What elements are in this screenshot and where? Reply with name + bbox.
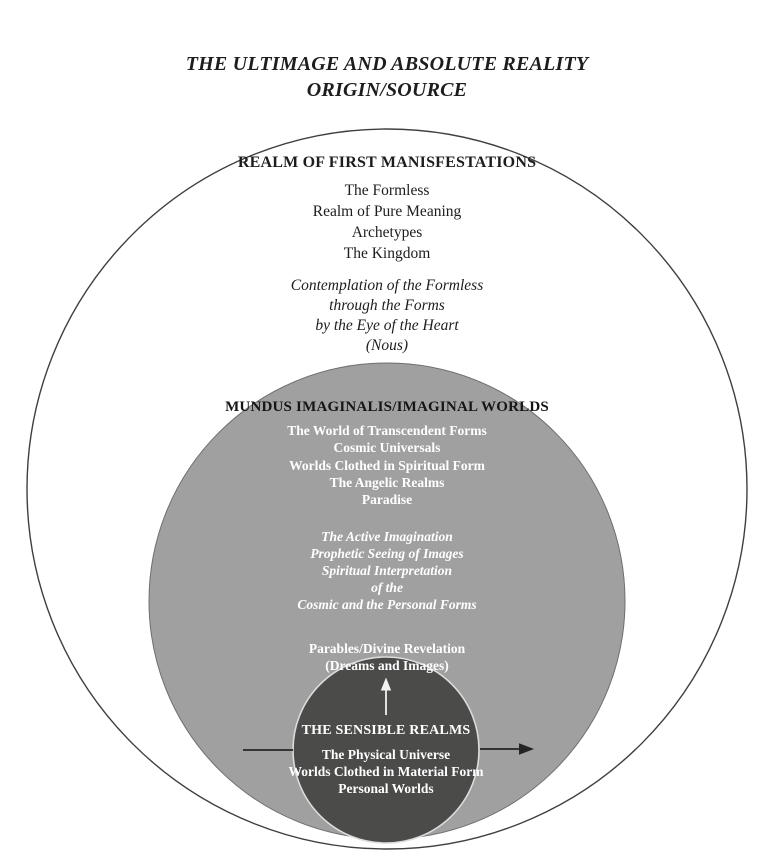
list-item: Personal Worlds bbox=[338, 781, 434, 796]
list-item: The Kingdom bbox=[343, 245, 431, 262]
up-arrow-icon bbox=[380, 677, 392, 715]
page-title-line: ORIGIN/SOURCE bbox=[306, 79, 468, 101]
imaginal-practices-note: The Active Imagination Prophetic Seeing … bbox=[297, 528, 476, 613]
revelation-note: Parables/Divine Revelation (Dreams and I… bbox=[309, 640, 465, 674]
page-title: THE ULTIMAGE AND ABSOLUTE REALITY ORIGIN… bbox=[186, 51, 589, 103]
list-item: Worlds Clothed in Spiritual Form bbox=[289, 457, 485, 473]
first-manifestations-heading: REALM OF FIRST MANISFESTATIONS bbox=[237, 154, 537, 171]
note-line: through the Forms bbox=[329, 297, 445, 314]
note-line: Cosmic and the Personal Forms bbox=[297, 597, 477, 612]
list-item: Archetypes bbox=[351, 224, 423, 241]
note-line: Contemplation of the Formless bbox=[290, 277, 484, 294]
note-line: (Nous) bbox=[365, 337, 409, 354]
list-item: The Angelic Realms bbox=[329, 474, 445, 490]
right-arrow-icon bbox=[480, 743, 534, 755]
note-line: Prophetic Seeing of Images bbox=[310, 546, 464, 561]
note-line: Spiritual Interpretation bbox=[321, 563, 453, 578]
list-item: Cosmic Universals bbox=[333, 440, 441, 456]
note-line: Parables/Divine Revelation bbox=[308, 641, 466, 656]
list-item: Realm of Pure Meaning bbox=[312, 203, 462, 220]
note-line: The Active Imagination bbox=[321, 529, 453, 544]
list-item: Paradise bbox=[361, 492, 413, 508]
note-line: (Dreams and Images) bbox=[325, 658, 449, 673]
page-title-line: THE ULTIMAGE AND ABSOLUTE REALITY bbox=[185, 53, 589, 75]
mundus-imaginalis-heading: MUNDUS IMAGINALIS/IMAGINAL WORLDS bbox=[225, 399, 549, 415]
mundus-imaginalis-list: The World of Transcendent Forms Cosmic U… bbox=[287, 422, 487, 508]
note-line: by the Eye of the Heart bbox=[315, 317, 459, 334]
list-item: The Physical Universe bbox=[321, 747, 451, 762]
contemplation-note: Contemplation of the Formless through th… bbox=[291, 276, 483, 356]
list-item: The Formless bbox=[344, 182, 430, 199]
sensible-realms-list: The Physical Universe Worlds Clothed in … bbox=[289, 746, 484, 797]
note-line: of the bbox=[371, 580, 403, 595]
list-item: Worlds Clothed in Material Form bbox=[288, 764, 484, 779]
sensible-realms-heading: THE SENSIBLE REALMS bbox=[301, 723, 471, 738]
list-item: The World of Transcendent Forms bbox=[287, 423, 487, 438]
first-manifestations-list: The Formless Realm of Pure Meaning Arche… bbox=[313, 180, 462, 264]
